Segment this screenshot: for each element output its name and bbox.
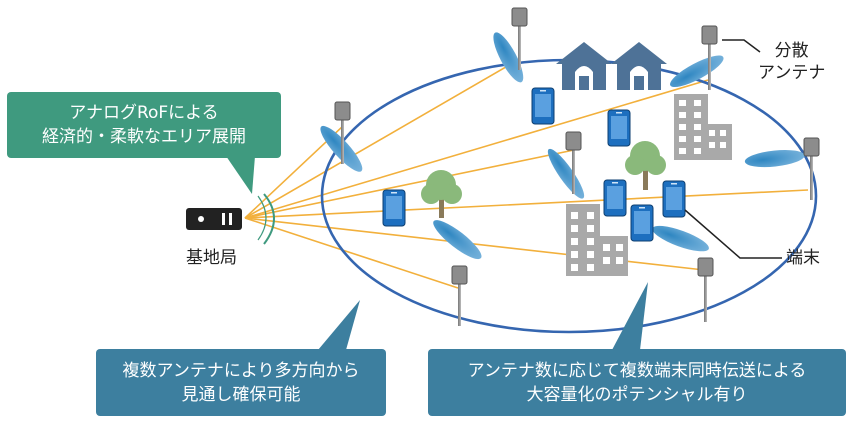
capacity-callout-line2: 大容量化のポテンシャル有り xyxy=(526,384,748,405)
antenna-icon xyxy=(803,137,820,200)
base-station-label: 基地局 xyxy=(186,248,237,268)
link-inner-left xyxy=(244,149,575,219)
multi-direction-callout-line2: 見通し確保可能 xyxy=(181,384,301,405)
antenna-icon xyxy=(334,101,351,164)
leader-distributed-antenna xyxy=(722,39,761,53)
callout-tail-capacity xyxy=(612,282,648,350)
beam-right xyxy=(744,149,805,168)
capacity-callout-line1: アンテナ数に応じて複数端末同時伝送による xyxy=(467,360,807,381)
antenna-icon xyxy=(511,7,528,70)
building-icon xyxy=(674,94,732,160)
multi-direction-callout: 複数アンテナにより多方向から 見通し確保可能 xyxy=(96,349,386,416)
capacity-callout: アンテナ数に応じて複数端末同時伝送による 大容量化のポテンシャル有り xyxy=(428,349,846,416)
beam-top-left xyxy=(493,32,524,83)
beam-bottom xyxy=(433,220,482,260)
rof-callout-line1: アナログRoFによる xyxy=(69,103,219,123)
house-icon xyxy=(611,42,667,90)
callout-tail-multi xyxy=(318,300,360,350)
fiber-bundle-icon xyxy=(263,193,275,245)
beam-inner xyxy=(547,148,585,199)
rof-links xyxy=(244,59,809,289)
callout-tail-rof xyxy=(226,156,255,194)
phone-icon xyxy=(603,179,627,217)
distributed-antenna-label-line2: アンテナ xyxy=(758,63,826,83)
rof-callout-line2: 経済的・柔軟なエリア展開 xyxy=(42,127,246,147)
distributed-antenna-label: 分散 アンテナ xyxy=(758,40,825,84)
link-bottom xyxy=(244,217,459,289)
phone-icon xyxy=(607,109,631,147)
phone-icon xyxy=(662,180,686,218)
tree-icon xyxy=(625,141,666,190)
house-icon xyxy=(556,42,612,90)
rof-callout: アナログRoFによる 経済的・柔軟なエリア展開 xyxy=(7,92,281,158)
link-right xyxy=(244,189,809,219)
leader-terminal xyxy=(684,209,782,259)
antenna-icon xyxy=(565,131,582,194)
multi-direction-callout-line1: 複数アンテナにより多方向から xyxy=(122,360,360,381)
antenna-icon xyxy=(701,25,718,90)
antenna-icon xyxy=(451,265,468,326)
distributed-antenna-label-line1: 分散 xyxy=(774,41,809,61)
antenna-icon xyxy=(697,257,714,322)
building-icon xyxy=(566,204,628,276)
tree-icon xyxy=(421,170,462,218)
phone-icon xyxy=(531,87,555,125)
terminal-label: 端末 xyxy=(786,248,820,268)
link-top-left xyxy=(244,59,519,219)
beam-bottom-right xyxy=(652,225,709,252)
base-station-icon xyxy=(186,208,242,230)
phone-icon xyxy=(630,204,654,242)
phone-icon xyxy=(382,189,406,227)
